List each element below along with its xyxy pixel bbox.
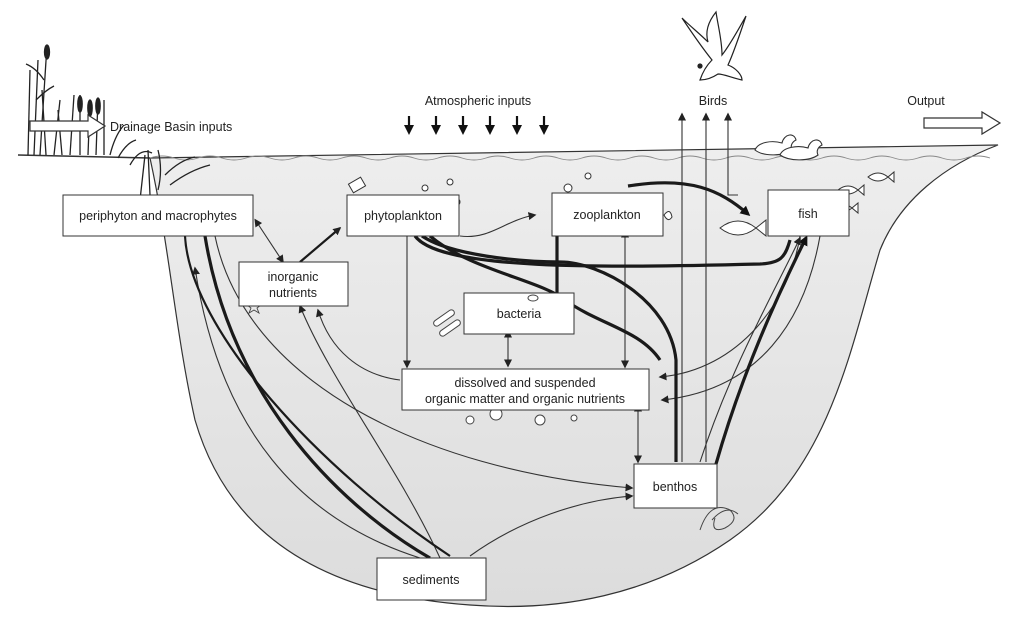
phytoplankton-label: phytoplankton <box>364 209 442 223</box>
inorganic-nutrients-label-line2: nutrients <box>269 286 317 300</box>
periphyton-node: periphyton and macrophytes <box>62 194 254 237</box>
periphyton-label: periphyton and macrophytes <box>79 209 237 223</box>
bacteria-node: bacteria <box>463 292 575 335</box>
fish-node: fish <box>767 189 850 237</box>
output-label: Output <box>907 94 945 108</box>
drainage-input-arrow-icon <box>29 113 107 139</box>
inorganic-nutrients-label-line1: inorganic <box>268 270 319 284</box>
benthos-node: benthos <box>633 463 718 509</box>
zooplankton-label: zooplankton <box>573 208 640 222</box>
drainage-basin-inputs-label: Drainage Basin inputs <box>110 120 232 134</box>
dissolved-label-line1: dissolved and suspended <box>454 376 595 390</box>
zooplankton-node: zooplankton <box>551 192 664 237</box>
inorganic-nutrients-node: inorganic nutrients <box>238 261 349 307</box>
dissolved-label-line2: organic matter and organic nutrients <box>425 392 625 406</box>
reeds-icon <box>25 44 211 201</box>
ducks-icon <box>754 134 823 161</box>
benthos-organism-decoration <box>699 507 739 531</box>
bacteria-label: bacteria <box>497 307 542 321</box>
fish-label: fish <box>798 207 818 221</box>
benthos-label: benthos <box>653 480 697 494</box>
bacteria-decoration <box>433 294 539 337</box>
output-arrow-icon <box>923 110 1002 136</box>
atmospheric-arrow-icon <box>404 116 549 135</box>
dissolved-organic-matter-node: dissolved and suspended organic matter a… <box>401 368 650 411</box>
shoreline <box>17 154 151 159</box>
birds-label: Birds <box>699 94 727 108</box>
phytoplankton-node: phytoplankton <box>346 194 460 237</box>
sediments-node: sediments <box>376 557 487 601</box>
bird-icon <box>681 10 747 81</box>
sediments-label: sediments <box>403 573 460 587</box>
atmospheric-inputs-label: Atmospheric inputs <box>425 94 531 108</box>
water-surface <box>149 155 991 161</box>
